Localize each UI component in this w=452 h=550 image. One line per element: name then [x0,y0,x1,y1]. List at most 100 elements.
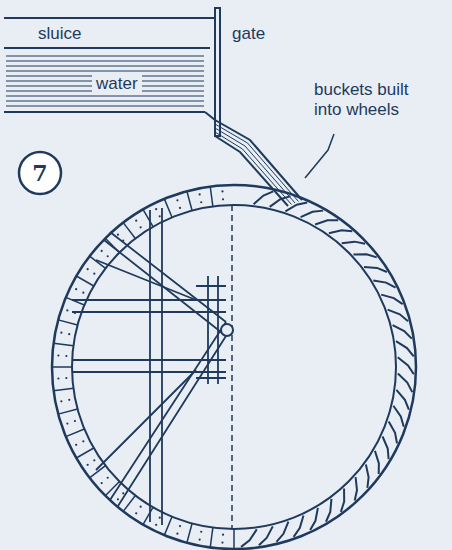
water-line [215,132,292,205]
bucket [366,464,369,487]
rim-joint [164,517,172,535]
rivet [135,220,137,222]
rivet [221,190,223,192]
water-line [6,100,204,101]
rivet [140,226,142,228]
part-label: sluice [38,24,81,44]
rivet [155,208,157,210]
rim-joint [66,429,84,437]
rim-joint [233,529,235,549]
bucket [375,451,379,474]
rivet [68,399,70,401]
rivet [222,198,224,200]
bucket [396,390,408,410]
water-line [6,95,204,96]
rivet [159,517,161,519]
rivet [60,332,62,334]
rivet [159,215,161,217]
bucket [381,295,402,304]
rim-joint [210,528,213,548]
rim-joint [143,507,153,524]
bucket [353,254,376,257]
rivet [87,268,89,270]
rim-joint [52,366,72,368]
rivet [222,534,224,536]
part-label: gate [232,24,265,44]
rivet [93,459,95,461]
rivet [221,542,223,544]
rim-joint [58,320,77,325]
rivet [199,193,201,195]
rim-joint [164,199,172,217]
bucket [398,357,414,374]
rivet [101,250,103,252]
rivet [140,506,142,508]
rivet [75,288,77,290]
bucket [373,280,395,287]
rivet [179,207,181,209]
bucket [326,499,331,522]
bucket [388,310,408,322]
bucket [341,489,344,512]
rim-joint [123,496,135,512]
rivet [82,292,84,294]
bucket [294,516,304,537]
rivet [57,354,59,356]
rivet [117,234,119,236]
rivet [66,422,68,424]
bucket [393,406,403,427]
rivet [57,377,59,379]
water-line [6,60,204,61]
bucket [259,526,273,545]
rivet [135,512,137,514]
bucket [398,374,412,393]
rim-joint [143,209,153,226]
rivet [179,525,181,527]
bucket [276,522,288,542]
bucket [285,203,307,212]
rivet [82,440,84,442]
rim-joint [66,297,84,305]
part-label: water [92,74,142,94]
rim-joint [58,409,77,414]
water-line [6,105,204,106]
rivet [65,377,67,379]
rivet [87,464,89,466]
bucket [342,242,365,244]
bucket [393,325,412,339]
rivet [176,533,178,535]
water-line [6,55,204,56]
bucket [396,341,414,356]
rivet [107,255,109,257]
bucket [254,191,274,204]
rivet [200,201,202,203]
rim-joint [54,343,74,346]
bucket [383,436,389,459]
callout-circle: 7 [17,150,63,196]
bucket [389,421,397,443]
rivet [66,309,68,311]
callout-circle-shape [19,152,61,194]
water-line [6,70,204,71]
bucket [315,220,338,224]
bucket [301,211,324,218]
rivet [60,400,62,402]
rim-joint [54,388,74,391]
rivet [200,531,202,533]
rivet [117,498,119,500]
rim-joint [187,191,192,210]
rivet [199,539,201,541]
rivet [122,492,124,494]
rivet [74,420,76,422]
rim-joint [210,187,213,207]
callout-number: 7 [32,160,47,186]
rivet [93,273,95,275]
rim-joint [76,448,93,458]
rivet [101,482,103,484]
rim-joint [187,523,192,542]
rivet [75,444,77,446]
bucket [270,196,291,207]
rim-joint [76,276,93,286]
bucket [364,267,387,272]
part-label: buckets built into wheels [314,80,424,120]
